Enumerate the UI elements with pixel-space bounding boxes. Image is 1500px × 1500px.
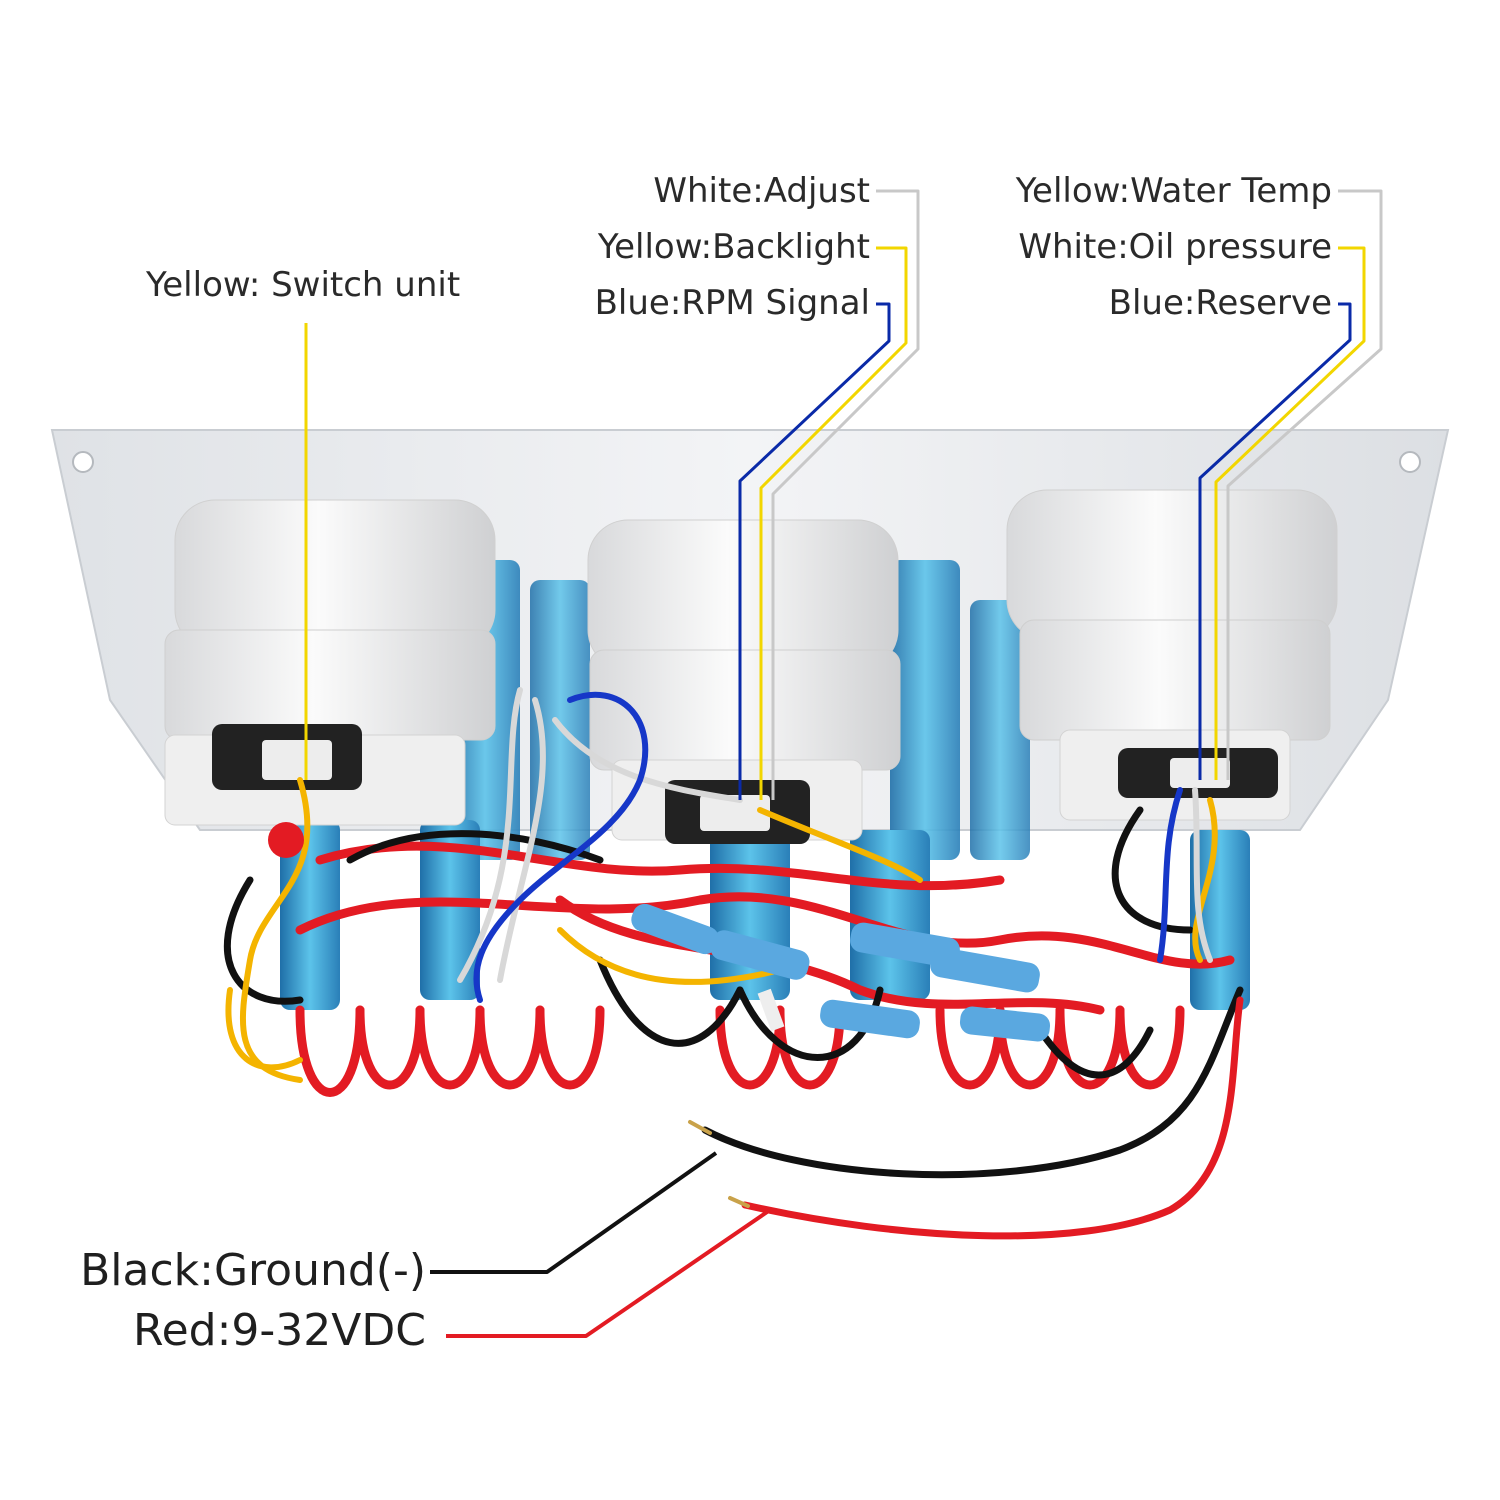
red-wire-loops bbox=[295, 841, 1235, 1097]
label-ground: Black:Ground(-) bbox=[80, 1245, 426, 1296]
gauge-housing-icon bbox=[1006, 489, 1338, 821]
fuse-cap bbox=[268, 822, 304, 858]
leader-water-temp bbox=[1226, 189, 1383, 780]
rocker-switch-icon bbox=[970, 600, 1030, 860]
gauge-housing-icon bbox=[587, 519, 901, 844]
label-power: Red:9-32VDC bbox=[133, 1305, 426, 1356]
rocker-switch-icon bbox=[280, 820, 340, 1010]
label-reserve: Blue:Reserve bbox=[1108, 283, 1332, 323]
yellow-wires bbox=[225, 777, 1218, 1083]
power-lead bbox=[688, 986, 1244, 1240]
mount-hole-right bbox=[1399, 451, 1421, 473]
leader-oil-pressure bbox=[1214, 246, 1366, 780]
leader-adjust bbox=[771, 189, 920, 800]
label-rpm-signal: Blue:RPM Signal bbox=[594, 283, 870, 323]
leader-reserve bbox=[1198, 302, 1352, 780]
label-backlight: Yellow:Backlight bbox=[597, 227, 870, 267]
gauge-housing-icon bbox=[164, 499, 496, 826]
rocker-switch-icon bbox=[850, 830, 930, 1000]
cable-tie bbox=[757, 988, 785, 1032]
rocker-switch-icon bbox=[420, 820, 480, 1000]
leader-backlight bbox=[759, 246, 908, 800]
label-adjust: White:Adjust bbox=[653, 171, 870, 211]
leader-power bbox=[446, 1208, 772, 1338]
mount-hole-left bbox=[72, 451, 94, 473]
white-blue-harness bbox=[457, 687, 1213, 1003]
leader-ground bbox=[430, 1151, 718, 1274]
rocker-switch-icon bbox=[530, 580, 590, 860]
leader-rpm bbox=[738, 302, 891, 800]
label-water-temp: Yellow:Water Temp bbox=[1015, 171, 1332, 211]
leader-lines bbox=[304, 189, 1383, 1338]
label-switch-unit: Yellow: Switch unit bbox=[146, 265, 461, 305]
label-oil-pressure: White:Oil pressure bbox=[1018, 227, 1332, 267]
rocker-switch-icon bbox=[890, 560, 960, 860]
crimp-connectors bbox=[268, 822, 1051, 1042]
